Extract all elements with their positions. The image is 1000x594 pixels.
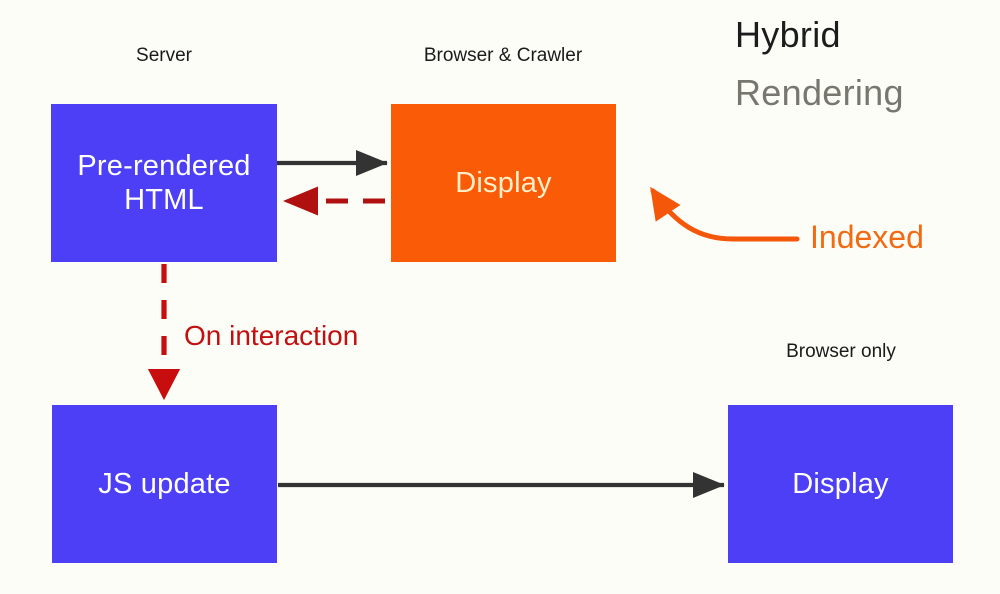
node-text-line-1: Pre-rendered: [77, 149, 251, 182]
node-display-top[interactable]: Display: [391, 104, 616, 262]
edge-label-on-interaction: On interaction: [184, 320, 359, 351]
edge-label-indexed: Indexed: [810, 219, 924, 255]
node-display-bottom[interactable]: Display: [728, 405, 953, 563]
arrow-indexed-callout: [650, 186, 800, 242]
node-js-update[interactable]: JS update: [52, 405, 277, 563]
node-pre-rendered-html[interactable]: Pre-rendered HTML: [51, 104, 277, 262]
node-display-bottom-text: Display: [792, 467, 889, 500]
title-line-1: Hybrid: [735, 14, 841, 55]
node-text-line-2: HTML: [124, 184, 204, 216]
node-js-update-text: JS update: [98, 467, 231, 500]
column-label-browser-crawler: Browser & Crawler: [423, 45, 583, 66]
node-pre-rendered-html-text: Pre-rendered HTML: [77, 149, 250, 217]
title-line-2: Rendering: [735, 72, 904, 113]
column-label-server: Server: [136, 45, 192, 66]
column-label-browser-only: Browser only: [786, 341, 896, 362]
node-display-top-text: Display: [455, 166, 552, 199]
